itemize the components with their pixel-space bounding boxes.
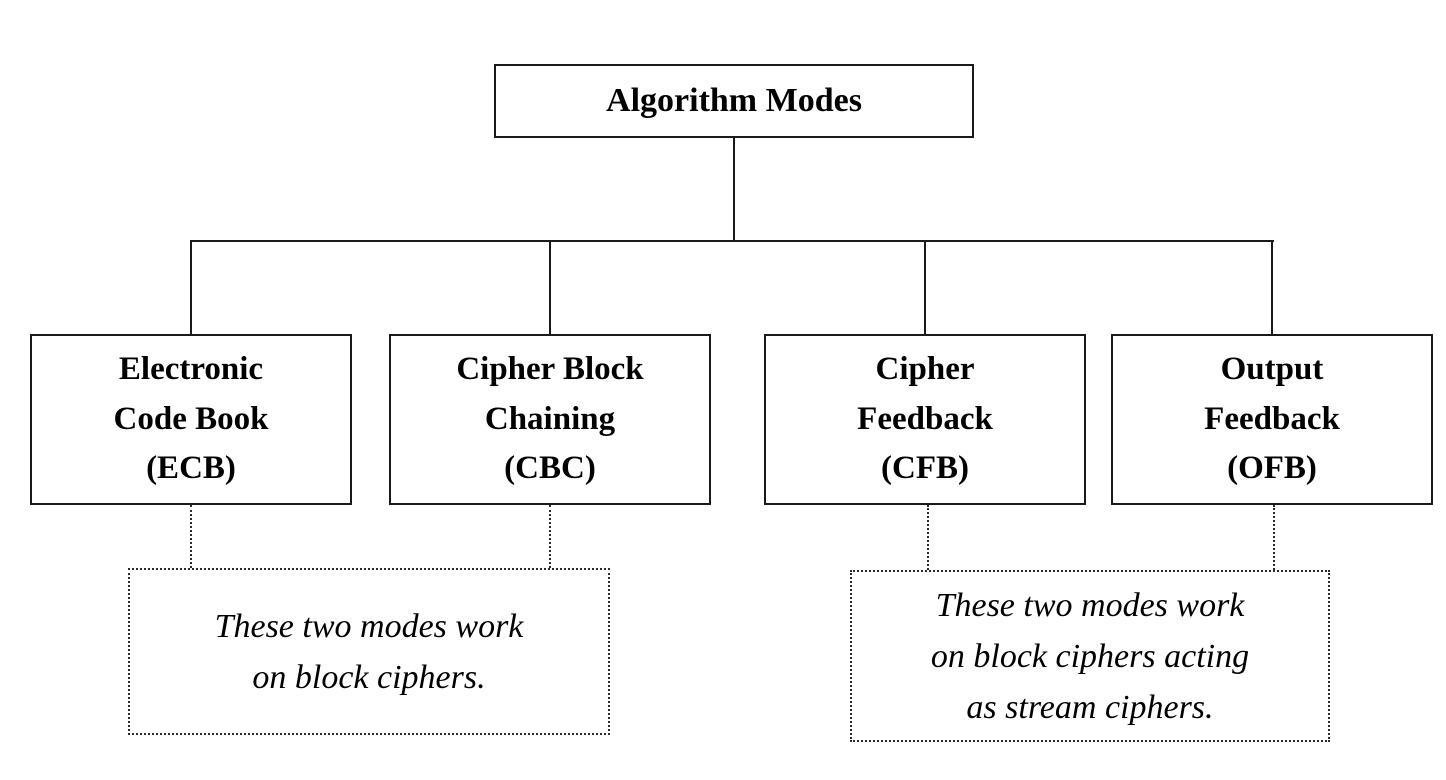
node-cbc: Cipher Block Chaining (CBC) bbox=[389, 334, 711, 505]
edge-drop-ofb bbox=[1271, 240, 1273, 334]
note-stream-ciphers: These two modes work on block ciphers ac… bbox=[850, 570, 1330, 742]
node-ofb-label: Output Feedback (OFB) bbox=[1204, 351, 1340, 487]
node-cfb-label: Cipher Feedback (CFB) bbox=[857, 351, 993, 487]
edge-drop-cbc bbox=[549, 240, 551, 334]
node-cfb: Cipher Feedback (CFB) bbox=[764, 334, 1086, 505]
edge-drop-cfb bbox=[924, 240, 926, 334]
edge-horizontal-bar bbox=[190, 240, 1274, 242]
edge-drop-ecb bbox=[190, 240, 192, 334]
edge-root-trunk bbox=[733, 138, 735, 240]
note-stream-ciphers-text: These two modes work on block ciphers ac… bbox=[930, 586, 1250, 726]
dotted-edge-cfb-note bbox=[927, 505, 929, 570]
node-algorithm-modes-label: Algorithm Modes bbox=[606, 82, 862, 120]
node-ofb: Output Feedback (OFB) bbox=[1111, 334, 1433, 505]
note-block-ciphers-text: These two modes work on block ciphers. bbox=[214, 607, 524, 696]
dotted-edge-ecb-note bbox=[190, 505, 192, 568]
dotted-edge-cbc-note bbox=[549, 505, 551, 568]
node-ecb: Electronic Code Book (ECB) bbox=[30, 334, 352, 505]
node-cbc-label: Cipher Block Chaining (CBC) bbox=[456, 351, 644, 487]
note-block-ciphers: These two modes work on block ciphers. bbox=[128, 568, 610, 735]
dotted-edge-ofb-note bbox=[1273, 505, 1275, 570]
node-ecb-label: Electronic Code Book (ECB) bbox=[113, 351, 269, 487]
node-algorithm-modes: Algorithm Modes bbox=[494, 64, 974, 138]
